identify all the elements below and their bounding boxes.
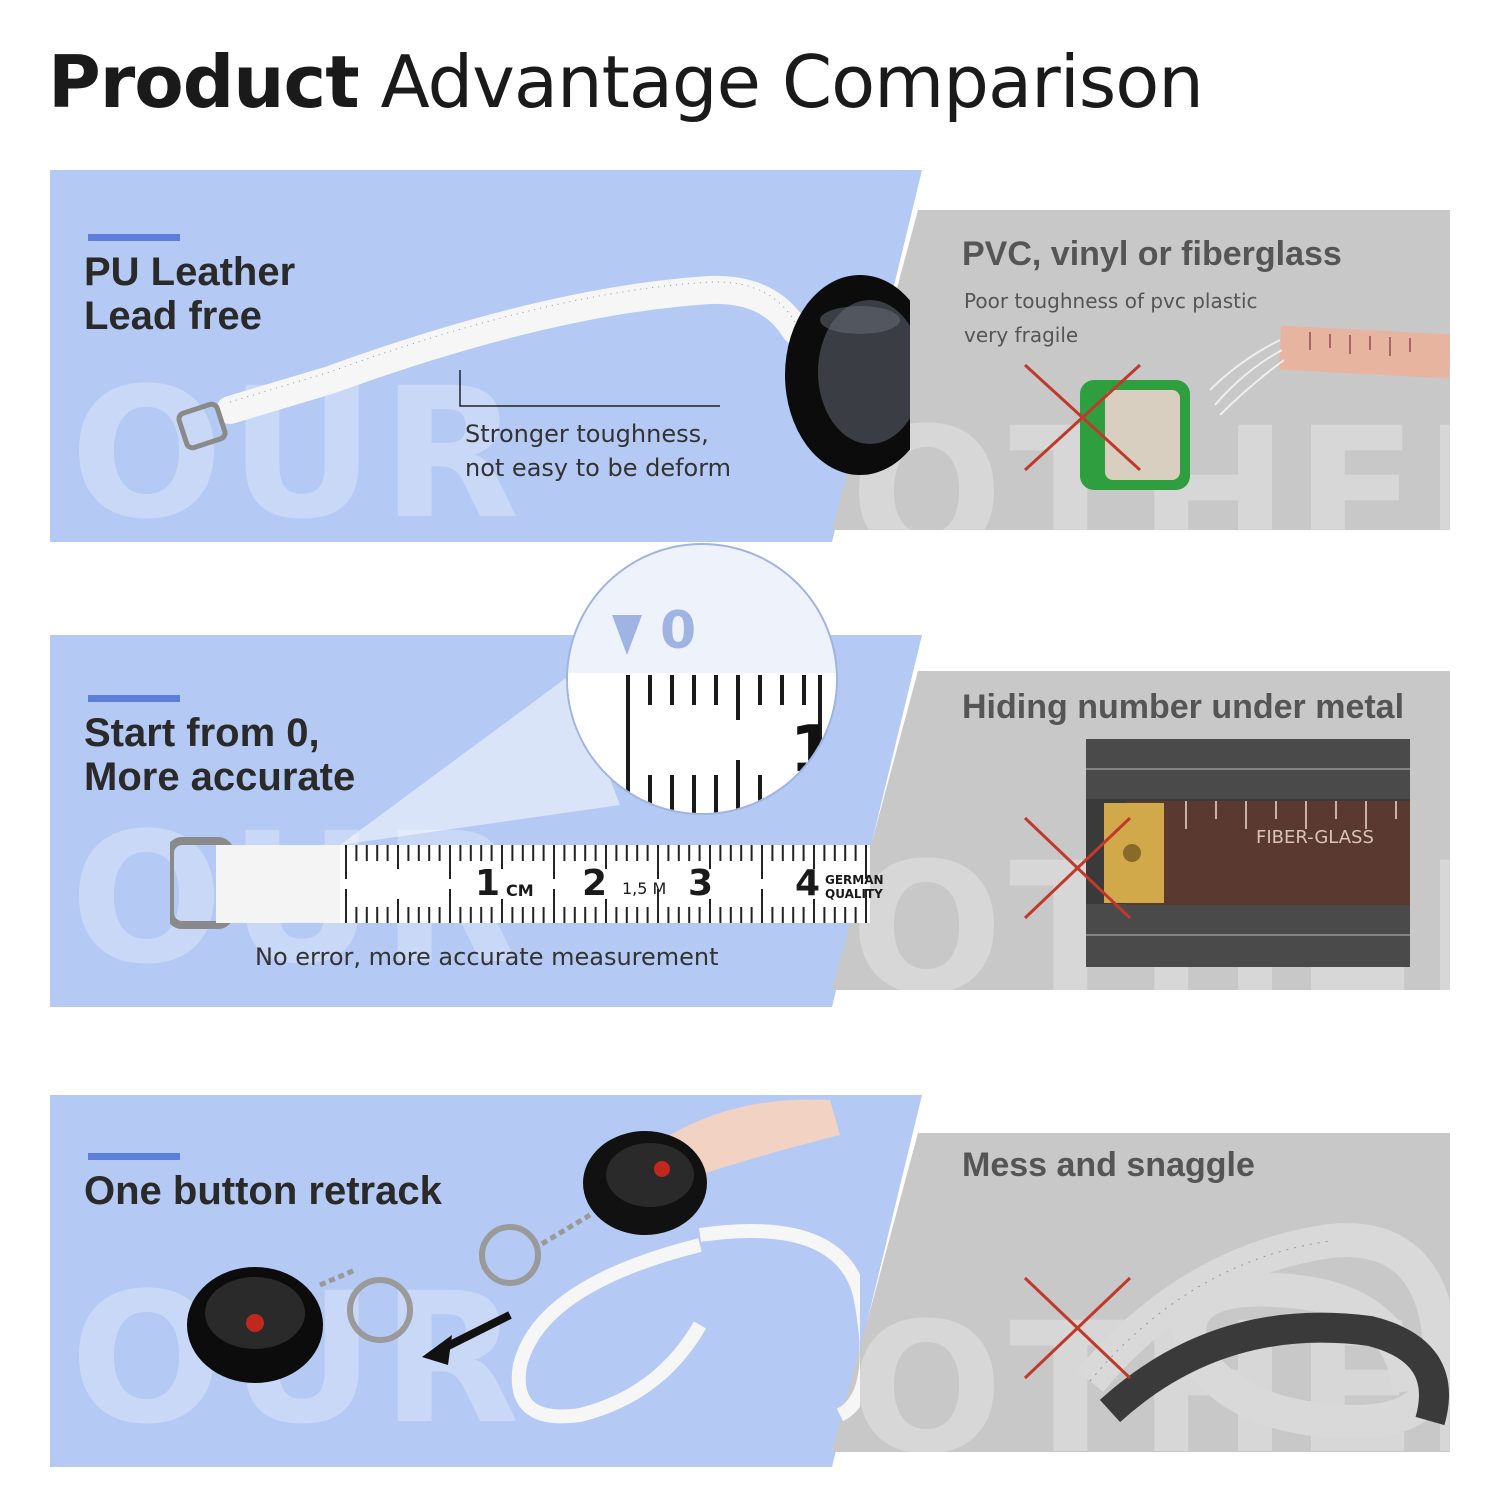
comparison-row-retract: OUR OTHERS One button retrack Mess and s… xyxy=(50,1095,1500,1494)
retractable-tape-measure-icon xyxy=(176,275,910,475)
feature-title: PU Leather Lead free xyxy=(84,250,295,338)
metal-tip-tape-icon: FIBER-GLASS xyxy=(1086,739,1410,967)
tape-mark-brand-line1: GERMAN xyxy=(825,873,884,887)
tape-mark-1: 1 xyxy=(475,863,501,904)
feature-note: No error, more accurate measurement xyxy=(255,943,719,971)
tape-mark-cm: CM xyxy=(506,881,534,900)
zoom-ticks: 1 xyxy=(612,615,835,813)
metal-tip-photo xyxy=(1086,739,1410,967)
tape-mark-2: 2 xyxy=(582,863,608,904)
tangled-tape-icon xyxy=(1076,1223,1450,1439)
feature-title-line1: Start from 0, xyxy=(84,711,320,755)
zoom-beam xyxy=(340,675,620,845)
tape-mark-brand-line2: QUALITY xyxy=(825,887,883,901)
zoom-zero-label: 0 xyxy=(660,601,697,661)
feature-note: Stronger toughness, not easy to be defor… xyxy=(465,417,731,485)
keychain-tape-measure-icon xyxy=(187,1099,860,1424)
zoom-tape-surface xyxy=(568,673,836,813)
feature-title: One button retrack xyxy=(84,1169,442,1213)
row-background xyxy=(50,170,1450,542)
accent-bar xyxy=(88,1153,180,1160)
tape-mark-brand: GERMAN QUALITY xyxy=(825,873,884,901)
page-title-rest: Advantage Comparison xyxy=(358,40,1204,124)
feature-note-line2: not easy to be deform xyxy=(465,454,732,482)
others-title: Mess and snaggle xyxy=(962,1146,1255,1184)
accent-bar xyxy=(88,234,180,241)
tape-mark-4: 4 xyxy=(795,863,821,904)
broken-pvc-tape-icon xyxy=(1023,325,1450,490)
feature-title-line2: Lead free xyxy=(84,294,262,338)
cross-icon xyxy=(1023,1276,1132,1380)
cross-icon xyxy=(1023,816,1132,920)
svg-text:1: 1 xyxy=(790,713,835,787)
others-title: Hiding number under metal xyxy=(962,688,1405,726)
others-subtitle: Poor toughness of pvc plastic very fragi… xyxy=(964,284,1258,352)
comparison-row-accuracy: OUR OTHERS Start from 0, More accurate 1… xyxy=(50,543,1500,1034)
tape-mark-3: 3 xyxy=(688,863,714,904)
others-subtitle-line1: Poor toughness of pvc plastic xyxy=(964,289,1258,313)
comparison-row-toughness: OUR OTHERS PU Leather Lead free Stronger… xyxy=(50,170,1500,599)
accent-bar xyxy=(88,695,180,702)
feature-title-line1: PU Leather xyxy=(84,250,296,294)
feature-note-line1: Stronger toughness, xyxy=(465,420,709,448)
others-title: PVC, vinyl or fiberglass xyxy=(962,235,1342,273)
zoom-magnifier: 1 0 xyxy=(566,543,838,815)
feature-title: Start from 0, More accurate xyxy=(84,711,355,799)
others-subtitle-line2: very fragile xyxy=(964,323,1079,347)
tape-mark-length: 1,5 M xyxy=(622,879,667,898)
page-title: Product Advantage Comparison xyxy=(48,40,1204,124)
tape-strip xyxy=(170,837,870,929)
feature-title-line2: More accurate xyxy=(84,755,356,799)
page-title-bold: Product xyxy=(48,40,360,124)
zero-start-tape-icon: 1 CM 2 1,5 M 3 4 GERMAN QUALITY xyxy=(170,835,884,931)
others-tape-label: FIBER-GLASS xyxy=(1256,827,1374,848)
